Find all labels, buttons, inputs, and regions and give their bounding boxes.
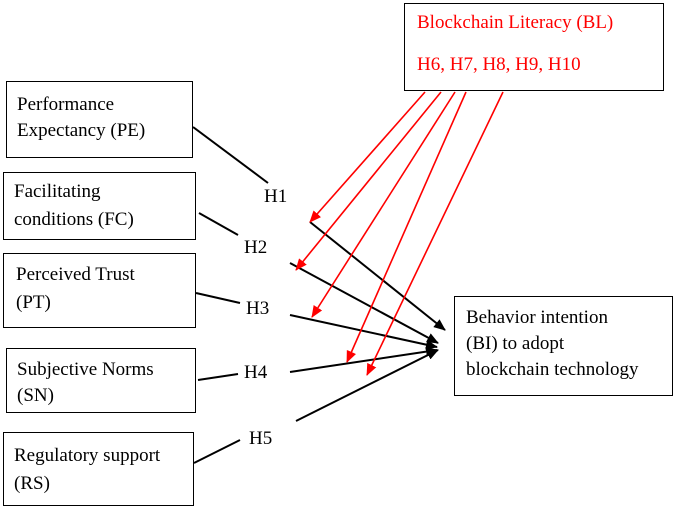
moderator-box-bl: Blockchain Literacy (BL) H6, H7, H8, H9,… — [404, 3, 664, 91]
moderation-arrow-h1 — [309, 91, 426, 223]
construct-fc-line1: Facilitating — [14, 181, 101, 202]
moderator-hypotheses: H6, H7, H8, H9, H10 — [417, 54, 581, 75]
hypothesis-label-h3: H3 — [244, 298, 272, 320]
construct-pt-line1: Perceived Trust — [16, 264, 135, 285]
moderation-arrow-h4 — [346, 91, 467, 363]
outcome-line2: (BI) to adopt — [466, 333, 565, 354]
path-pt-h3-segment — [195, 292, 241, 304]
construct-sn-line1: Subjective Norms — [17, 359, 154, 380]
construct-sn-line2: (SN) — [17, 385, 54, 406]
construct-pt-line2: (PT) — [16, 292, 51, 313]
moderation-arrow-h3 — [311, 91, 456, 318]
outcome-box-bi: Behavior intention (BI) to adopt blockch… — [454, 296, 673, 396]
construct-fc-line2: conditions (FC) — [14, 209, 134, 230]
outcome-line1: Behavior intention — [466, 307, 608, 328]
construct-box-rs: Regulatory support (RS) — [3, 432, 194, 506]
path-sn-h4-segment — [197, 373, 239, 381]
path-h4-arrow — [289, 346, 438, 373]
hypothesis-label-h5: H5 — [247, 428, 275, 450]
hypothesis-label-h4: H4 — [242, 362, 270, 384]
hypothesis-label-h2: H2 — [242, 237, 270, 259]
outcome-line3: blockchain technology — [466, 359, 639, 380]
construct-pe-line1: Performance — [17, 94, 115, 115]
path-rs-h5-segment — [193, 439, 241, 464]
construct-box-pt: Perceived Trust (PT) — [3, 253, 196, 328]
moderation-arrow-h2 — [295, 91, 442, 271]
construct-rs-line1: Regulatory support — [14, 445, 161, 466]
path-h2-arrow — [289, 262, 439, 344]
path-h5-arrow — [295, 349, 439, 422]
construct-pe-line2: Expectancy (PE) — [17, 120, 146, 141]
construct-rs-line2: (RS) — [14, 473, 50, 494]
path-fc-h2-segment — [198, 212, 239, 236]
path-h3-arrow — [289, 314, 438, 350]
construct-box-sn: Subjective Norms (SN) — [6, 348, 196, 413]
moderation-arrow-h5 — [366, 91, 504, 376]
hypothesis-label-h1: H1 — [262, 186, 290, 208]
moderator-title: Blockchain Literacy (BL) — [417, 12, 614, 33]
construct-box-pe: Performance Expectancy (PE) — [6, 81, 193, 158]
path-h1-arrow — [309, 221, 446, 331]
path-pe-h1-segment — [192, 126, 269, 184]
construct-box-fc: Facilitating conditions (FC) — [3, 172, 196, 240]
